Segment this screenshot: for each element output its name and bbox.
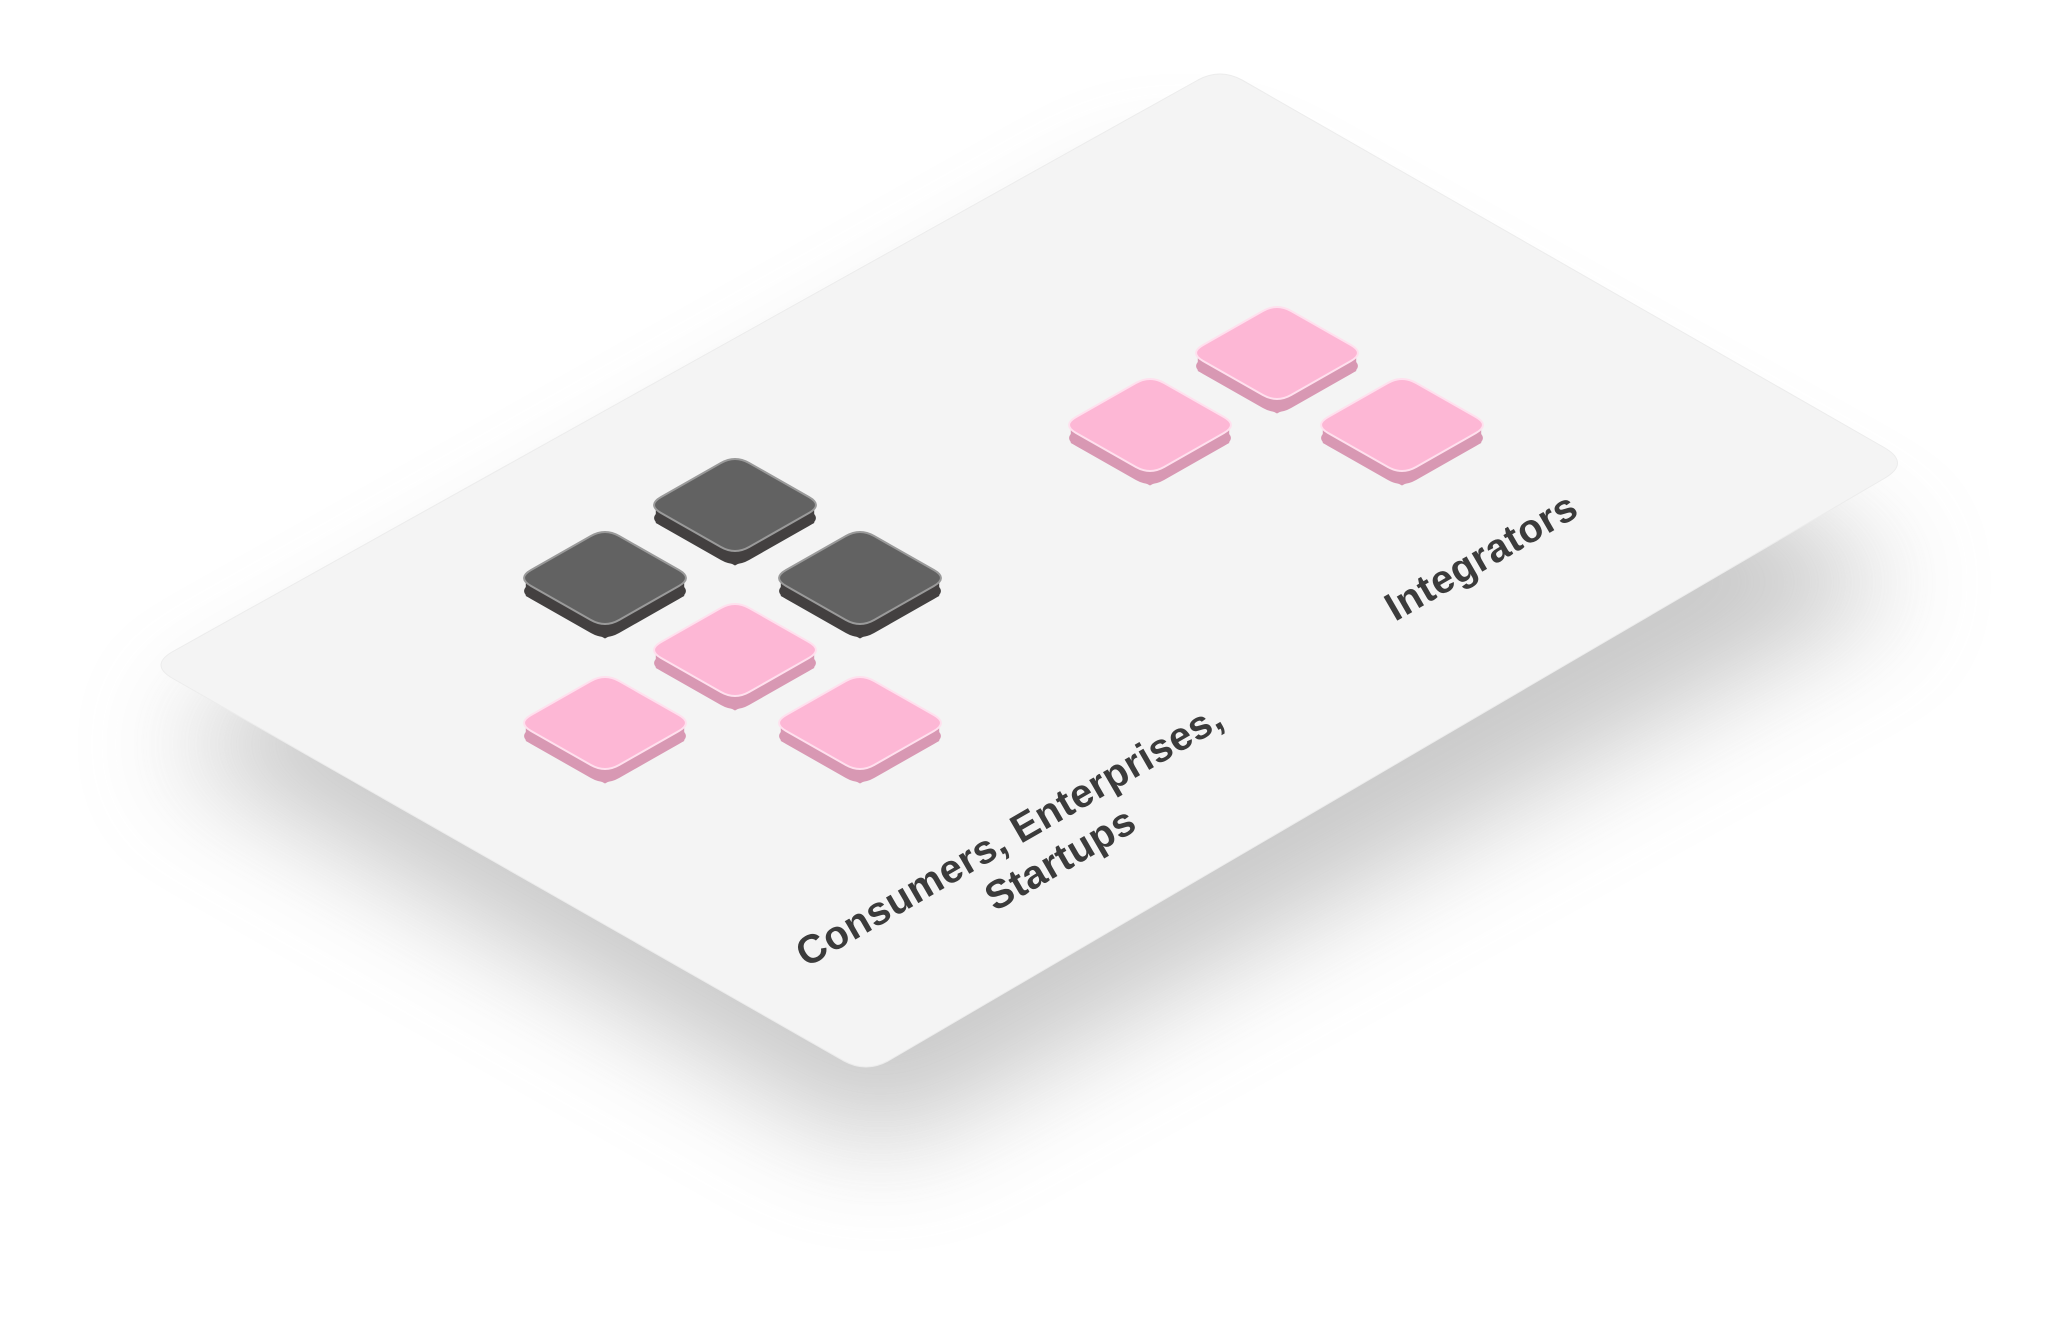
tile-c-bottom-left-body — [525, 728, 685, 784]
integrators-group — [1068, 306, 1484, 486]
tile-c-mid-left-top — [523, 531, 687, 625]
tile-c-top-top — [653, 458, 817, 552]
tile-c-bottom-right-body — [780, 728, 940, 784]
tile-c-bottom-left-top — [523, 676, 687, 770]
platform — [160, 73, 1898, 1068]
tile-c-mid-left-body — [525, 583, 685, 639]
tile-c-center — [653, 603, 817, 711]
tile-i-right-top — [1320, 378, 1484, 472]
tile-i-left — [1068, 378, 1232, 486]
tile-i-top — [1195, 306, 1359, 414]
tile-c-mid-left — [523, 531, 687, 639]
tile-i-top-body — [1197, 358, 1357, 414]
tile-i-right-body — [1322, 430, 1482, 486]
tile-c-mid-right — [778, 531, 942, 639]
tile-c-bottom-right-top — [778, 676, 942, 770]
consumers-enterprises-startups-group — [523, 458, 942, 784]
tile-i-left-top — [1068, 378, 1232, 472]
tile-i-left-body — [1070, 430, 1230, 486]
tile-i-top-top — [1195, 306, 1359, 400]
tile-c-center-top — [653, 603, 817, 697]
tile-c-bottom-right — [778, 676, 942, 784]
tile-i-right — [1320, 378, 1484, 486]
tile-c-mid-right-top — [778, 531, 942, 625]
tile-c-top-body — [655, 510, 815, 566]
tile-c-bottom-left — [523, 676, 687, 784]
tile-c-top — [653, 458, 817, 566]
tile-c-mid-right-body — [780, 583, 940, 639]
tile-c-center-body — [655, 655, 815, 711]
